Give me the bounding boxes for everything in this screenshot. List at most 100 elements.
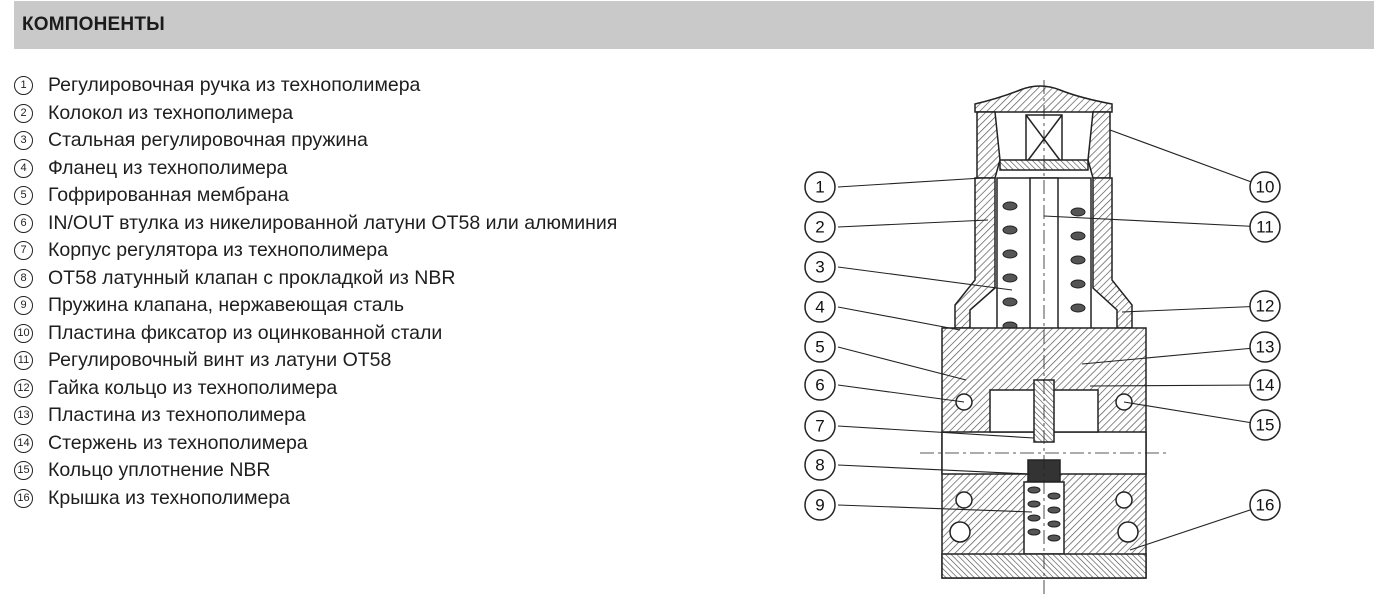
knob-top xyxy=(974,85,1113,113)
list-item: 14 Стержень из технополимера xyxy=(14,430,617,458)
callout-11: 11 xyxy=(1249,211,1281,243)
part-number-badge: 13 xyxy=(14,406,33,426)
part-label: Пластина из технополимера xyxy=(48,404,306,427)
leader-3 xyxy=(837,266,1013,291)
callout-7-label: 7 xyxy=(815,417,824,436)
part-number-badge: 3 xyxy=(14,131,33,151)
list-item: 12 Гайка кольцо из технополимера xyxy=(14,375,617,403)
leader-4 xyxy=(837,306,961,331)
callout-8: 8 xyxy=(804,449,836,481)
part-number-badge: 14 xyxy=(14,433,33,453)
part-label: Регулировочная ручка из технополимера xyxy=(48,74,421,97)
part-number-badge: 2 xyxy=(14,103,33,123)
part-number-badge: 11 xyxy=(14,351,33,371)
callout-6: 6 xyxy=(804,369,836,401)
callout-16-label: 16 xyxy=(1256,496,1275,515)
part-label: Крышка из технополимера xyxy=(48,486,291,509)
part-label: Кольцо уплотнение NBR xyxy=(48,459,271,482)
list-item: 10 Пластина фиксатор из оцинкованной стал… xyxy=(14,320,617,348)
part-label: IN/OUT втулка из никелированной латуни O… xyxy=(48,211,618,234)
adjusting-knob-right xyxy=(1087,111,1111,179)
list-item: 11 Регулировочный винт из латуни OT58 xyxy=(14,347,617,375)
callout-5-label: 5 xyxy=(815,338,824,357)
part-number-badge: 1 xyxy=(14,76,33,96)
o-ring-left-bottom xyxy=(955,491,973,509)
part-label: Гофрированная мембрана xyxy=(48,184,289,207)
callout-1-label: 1 xyxy=(815,178,824,197)
list-item: 1 Регулировочная ручка из технополимера xyxy=(14,72,617,100)
leader-1 xyxy=(837,177,983,188)
callout-12-label: 12 xyxy=(1256,297,1275,316)
leader-15 xyxy=(1123,401,1266,426)
leader-9 xyxy=(837,504,1033,513)
leader-12 xyxy=(1121,305,1266,313)
part-label: Колокол из технополимера xyxy=(48,101,294,124)
part-label: Корпус регулятора из технополимера xyxy=(48,239,388,262)
callout-12: 12 xyxy=(1249,290,1281,322)
part-number-badge: 10 xyxy=(14,323,33,343)
part-label: Стальная регулировочная пружина xyxy=(48,129,368,152)
part-number-badge: 8 xyxy=(14,268,33,288)
bonnet-right xyxy=(1092,177,1133,329)
callout-9: 9 xyxy=(804,489,836,521)
callouts: 1 2 3 4 5 6 7 8 9 10 11 12 13 14 15 16 xyxy=(804,171,1281,521)
callout-1: 1 xyxy=(804,171,836,203)
callout-16: 16 xyxy=(1249,489,1281,521)
callout-14-label: 14 xyxy=(1256,376,1275,395)
callout-13-label: 13 xyxy=(1256,338,1275,357)
callout-6-label: 6 xyxy=(815,376,824,395)
leader-6 xyxy=(837,384,965,403)
page-title: КОМПОНЕНТЫ xyxy=(22,14,165,35)
callout-9-label: 9 xyxy=(815,496,824,515)
part-label: Фланец из технополимера xyxy=(48,156,288,179)
leader-8 xyxy=(837,464,1031,475)
callout-15-label: 15 xyxy=(1256,416,1275,435)
callout-2: 2 xyxy=(804,211,836,243)
valve-spring xyxy=(1027,486,1061,542)
part-label: Пластина фиксатор из оцинкованной стали xyxy=(48,321,443,344)
part-number-badge: 4 xyxy=(14,158,33,178)
part-label: Гайка кольцо из технополимера xyxy=(48,376,338,399)
part-label: Пружина клапана, нержавеющая сталь xyxy=(48,294,405,317)
list-item: 4 Фланец из технополимера xyxy=(14,155,617,183)
header-bar: КОМПОНЕНТЫ xyxy=(14,1,1374,49)
leader-10 xyxy=(1109,129,1266,188)
mount-hole-left xyxy=(949,521,971,543)
regulator-body xyxy=(920,80,1168,595)
callout-2-label: 2 xyxy=(815,218,824,237)
callout-7: 7 xyxy=(804,410,836,442)
list-item: 2 Колокол из технополимера xyxy=(14,100,617,128)
leader-7 xyxy=(837,425,1035,439)
callout-3: 3 xyxy=(804,251,836,283)
leader-2 xyxy=(837,219,989,228)
leader-lines xyxy=(837,129,1266,551)
list-item: 13 Пластина из технополимера xyxy=(14,402,617,430)
part-label: Регулировочный винт из латуни OT58 xyxy=(48,349,392,372)
part-number-badge: 6 xyxy=(14,213,33,233)
part-number-badge: 5 xyxy=(14,186,33,206)
list-item: 16 Крышка из технополимера xyxy=(14,485,617,513)
leader-5 xyxy=(837,346,967,381)
o-ring-right-bottom xyxy=(1115,491,1133,509)
callout-8-label: 8 xyxy=(815,456,824,475)
mount-hole-right xyxy=(1117,521,1139,543)
callout-3-label: 3 xyxy=(815,258,824,277)
callout-4-label: 4 xyxy=(815,298,824,317)
part-label: Стержень из технополимера xyxy=(48,431,308,454)
part-number-badge: 16 xyxy=(14,488,33,508)
callout-10-label: 10 xyxy=(1256,178,1275,197)
callout-14: 14 xyxy=(1249,369,1281,401)
part-label: OT58 латунный клапан с прокладкой из NBR xyxy=(48,266,456,289)
list-item: 6 IN/OUT втулка из никелированной латуни … xyxy=(14,210,617,238)
callout-13: 13 xyxy=(1249,331,1281,363)
parts-list: 1 Регулировочная ручка из технополимера 2… xyxy=(14,72,617,512)
list-item: 5 Гофрированная мембрана xyxy=(14,182,617,210)
list-item: 3 Стальная регулировочная пружина xyxy=(14,127,617,155)
callout-15: 15 xyxy=(1249,409,1281,441)
callout-10: 10 xyxy=(1249,171,1281,203)
part-number-badge: 12 xyxy=(14,378,33,398)
callout-5: 5 xyxy=(804,331,836,363)
